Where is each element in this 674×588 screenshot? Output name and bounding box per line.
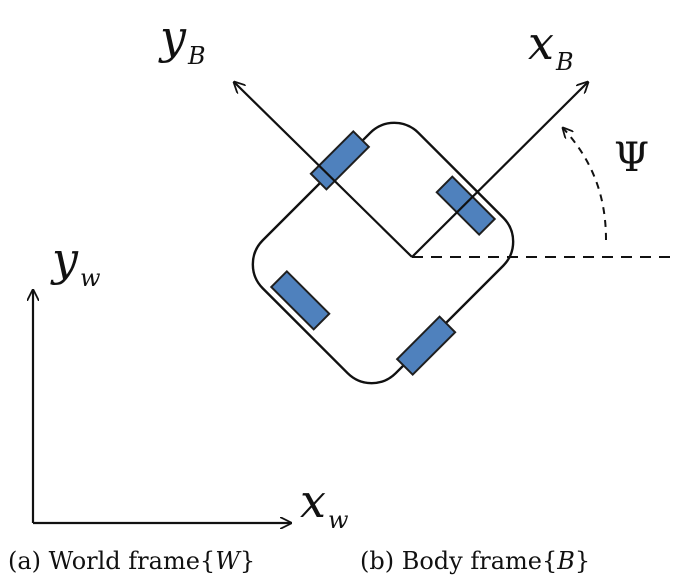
caption-body-close-brace: } (574, 547, 591, 575)
caption-world-symbol: W (215, 547, 240, 575)
caption-world-text: (a) World frame (8, 547, 200, 575)
robot-chassis (251, 121, 515, 385)
wheel-rear-left (269, 269, 331, 331)
caption-body-text: (b) Body frame (360, 547, 542, 575)
wheel-front-right (435, 175, 497, 237)
caption-body-symbol: B (557, 547, 575, 575)
x-body-label-sub: B (555, 47, 574, 76)
y-body-label-main: y (160, 10, 186, 64)
wheel-rear-right (395, 315, 457, 377)
caption-body-frame: (b) Body frame{B} (360, 547, 590, 575)
caption-world-frame: (a) World frame{W} (8, 547, 255, 575)
y-world-label-sub: w (80, 263, 101, 292)
x-world-label-sub: w (327, 505, 349, 534)
x-body-axis (411, 82, 588, 258)
x-body-label-main: x (528, 16, 554, 70)
caption-world-close-brace: } (239, 547, 256, 575)
robot-body (251, 121, 515, 385)
y-world-label-main: y (52, 232, 78, 286)
psi-label: Ψ (614, 135, 650, 181)
y-body-axis (234, 82, 413, 258)
y-world-label: yw (52, 236, 100, 291)
x-body-label: xB (528, 20, 574, 75)
wheel-front-left (309, 129, 371, 191)
caption-body-open-brace: { (541, 547, 558, 575)
caption-world-open-brace: { (199, 547, 216, 575)
x-world-label: xw (300, 478, 348, 533)
y-body-label: yB (160, 14, 206, 69)
psi-angle-arc (563, 128, 607, 241)
y-body-label-sub: B (188, 41, 206, 70)
x-world-label-main: x (300, 474, 326, 528)
